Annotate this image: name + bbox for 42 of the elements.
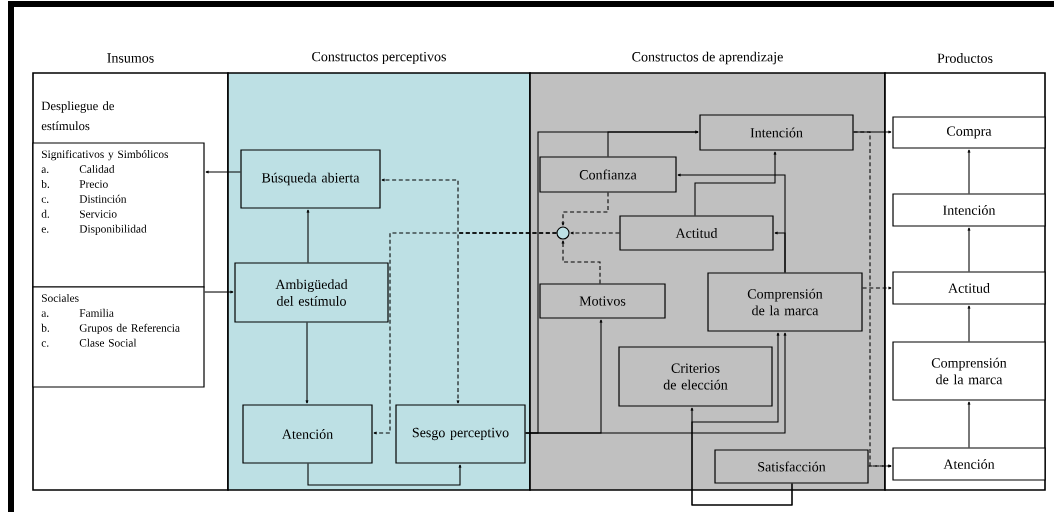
- arrow: [967, 401, 971, 448]
- arrow: [204, 290, 234, 294]
- process-box: Comprensión de la marca: [892, 341, 1046, 401]
- process-box: Actitud: [619, 215, 774, 251]
- column-heading: Productos: [937, 53, 993, 63]
- list-box: Significativos y Simbólicos a. Calidad b. Precio c. Distinción d. Servicio e. Disponibilidad: [32, 142, 205, 288]
- arrow: [373, 232, 557, 435]
- arrow: [607, 130, 699, 157]
- process-box: Atención: [242, 404, 373, 464]
- process-box: Confianza: [539, 156, 677, 193]
- process-box: Criterios de elección: [618, 346, 773, 407]
- list-box: Sociales a. Familia b. Grupos de Referencia c. Clase Social: [32, 286, 205, 388]
- arrow: [306, 209, 310, 263]
- arrow: [691, 332, 793, 506]
- process-box: Ambigüedad del estímulo: [234, 262, 389, 323]
- process-box: Atención: [892, 447, 1046, 481]
- process-box: Comprensión de la marca: [707, 272, 863, 332]
- arrow: [561, 240, 601, 284]
- arrow: [853, 131, 892, 468]
- process-box: Búsqueda abierta: [240, 149, 381, 209]
- arrow: [561, 192, 609, 226]
- arrow: [967, 227, 971, 272]
- process-box: Satisfacción: [714, 449, 869, 484]
- column-heading: Constructos perceptivos: [312, 51, 446, 65]
- arrow: [205, 170, 241, 174]
- process-box: Motivos: [539, 283, 666, 319]
- arrow: [307, 463, 462, 486]
- arrow: [967, 305, 971, 342]
- group-heading: Despliegue de estímulos: [41, 101, 114, 131]
- column-heading: Constructos de aprendizaje: [632, 51, 783, 65]
- process-box: Compra: [892, 116, 1046, 149]
- arrow: [305, 322, 309, 404]
- process-box: Sesgo perceptivo: [395, 404, 526, 464]
- arrow: [862, 286, 892, 290]
- process-box: Intención: [892, 193, 1046, 227]
- column-heading: Insumos: [107, 53, 154, 63]
- process-box: Intención: [699, 114, 854, 151]
- arrow: [774, 231, 786, 273]
- arrow: [967, 149, 971, 194]
- arrow: [570, 231, 620, 235]
- process-box: Actitud: [892, 271, 1046, 305]
- arrow: [694, 151, 777, 216]
